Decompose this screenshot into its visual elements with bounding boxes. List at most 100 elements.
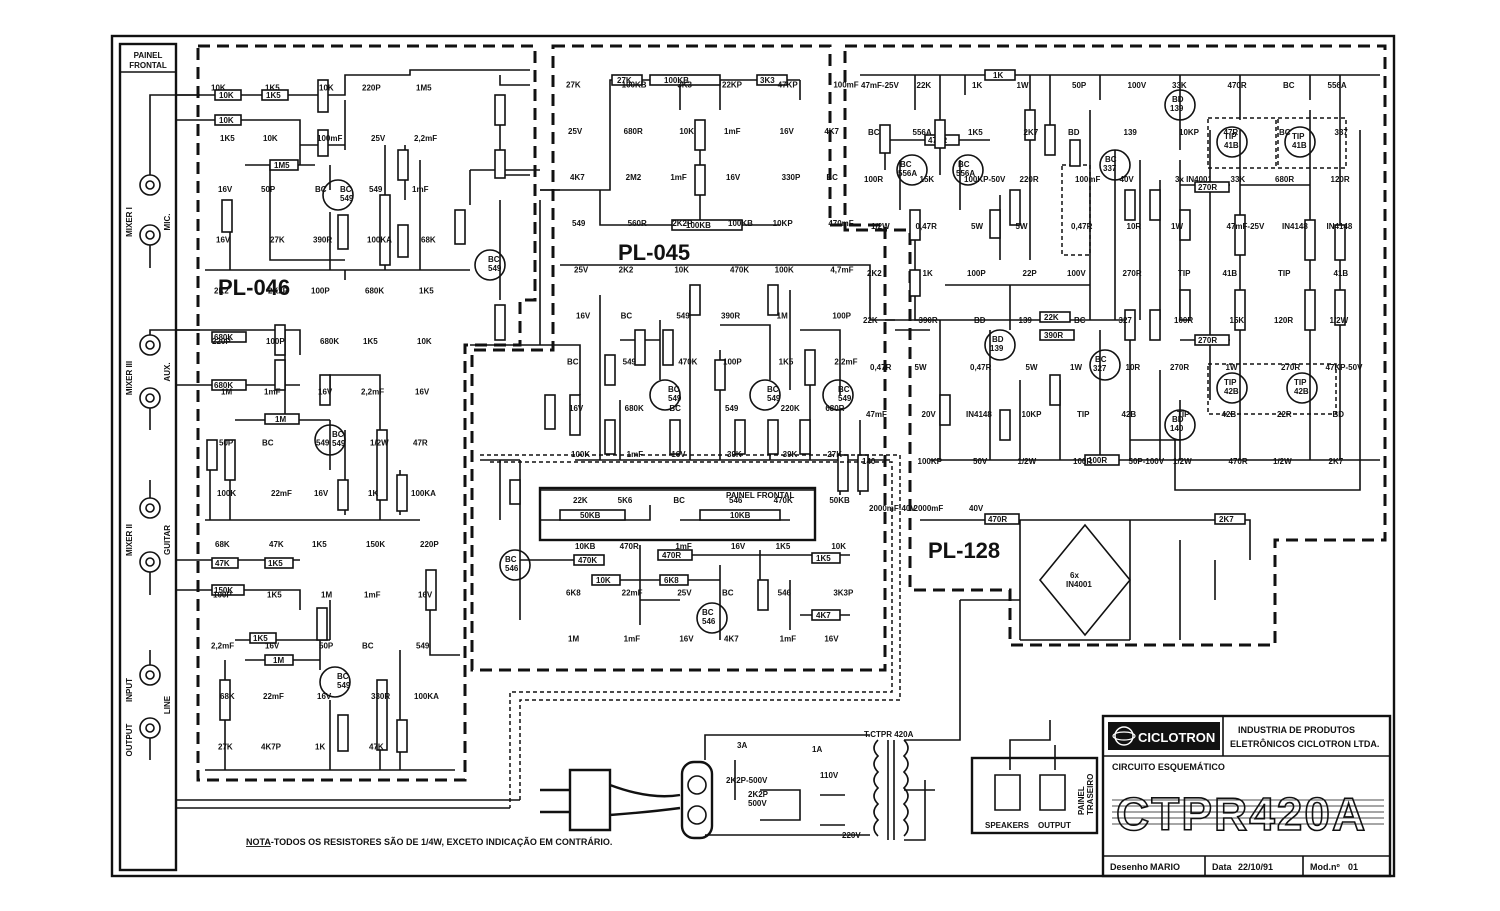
pl128-label: PL-128 xyxy=(928,538,1000,563)
svg-text:4K7: 4K7 xyxy=(816,611,831,620)
component-value: 100K xyxy=(775,265,794,274)
component-value: 1/2W xyxy=(370,438,389,447)
component-value: 22KP xyxy=(722,81,743,90)
line-label: LINE xyxy=(163,695,172,714)
component-value: 10K xyxy=(319,83,334,92)
svg-text:BC: BC xyxy=(958,160,970,169)
component-value: 100KA xyxy=(367,236,392,245)
component-value: BC xyxy=(567,358,579,367)
component-value: 139 xyxy=(1124,128,1138,137)
svg-text:47K: 47K xyxy=(215,559,230,568)
svg-text:470R: 470R xyxy=(662,551,681,560)
component-value: 1mF xyxy=(364,591,381,600)
component-value: 4,7mF xyxy=(830,265,853,274)
component-value: 330R xyxy=(371,692,390,701)
component-value: 1mF xyxy=(675,542,692,551)
component-value: 3K3P xyxy=(833,588,854,597)
component-value: 100mF xyxy=(1075,175,1100,184)
svg-text:556A: 556A xyxy=(956,169,975,178)
component-value: 1W xyxy=(1017,81,1029,90)
svg-text:41B: 41B xyxy=(1224,141,1239,150)
component-value: 1K5 xyxy=(968,128,983,137)
component-value: 5W xyxy=(1026,363,1038,372)
svg-text:139: 139 xyxy=(1170,104,1184,113)
svg-text:22K: 22K xyxy=(1044,313,1059,322)
component-value: BD xyxy=(1333,410,1345,419)
svg-text:27K: 27K xyxy=(617,76,632,85)
inner-front-panel-box xyxy=(538,486,817,542)
component-value: 10K xyxy=(679,127,694,136)
v110-label: 110V xyxy=(820,771,839,780)
v220-label: 220V xyxy=(842,831,861,840)
component-value: 220P xyxy=(362,83,381,92)
bridge-label-1: 6x xyxy=(1070,571,1079,580)
component-value: 16V xyxy=(824,635,839,644)
component-value: 100P xyxy=(967,269,986,278)
component-value: 1W xyxy=(1171,222,1183,231)
sheet-border xyxy=(110,34,1396,878)
component-value: 1K5 xyxy=(363,337,378,346)
front-panel-strip: PAINEL FRONTAL xyxy=(118,42,178,872)
component-value: BD xyxy=(974,316,986,325)
svg-text:BC: BC xyxy=(505,555,517,564)
component-value: 680R xyxy=(624,127,643,136)
component-value: 2K2P xyxy=(268,286,289,295)
bridge-label-2: IN4001 xyxy=(1066,580,1092,589)
component-value: 41B xyxy=(1223,269,1238,278)
component-value: 549 xyxy=(316,438,330,447)
component-value: 2K2 xyxy=(214,286,229,295)
transformer-label: T.CTPR 420A xyxy=(864,730,914,739)
component-value: TIP xyxy=(1178,269,1191,278)
component-value: 10KP xyxy=(1179,128,1200,137)
svg-text:TIP: TIP xyxy=(1224,132,1237,141)
component-value: 680K xyxy=(365,286,384,295)
svg-text:470R: 470R xyxy=(988,515,1007,524)
component-value: 1M xyxy=(568,635,579,644)
component-value: 0,47R xyxy=(870,363,892,372)
svg-text:BC: BC xyxy=(838,385,850,394)
component-value: 100P xyxy=(213,591,232,600)
component-value: BC xyxy=(826,173,838,182)
line-cap-label-2: 2K2P xyxy=(748,790,769,799)
component-value: 546 xyxy=(778,588,792,597)
component-value: 100KB xyxy=(728,219,753,228)
component-value: 4K7 xyxy=(824,127,839,136)
component-value: 100KP xyxy=(918,457,943,466)
component-value: 41B xyxy=(1334,269,1349,278)
component-value: 42B xyxy=(1122,410,1137,419)
component-value: 16V xyxy=(317,692,332,701)
component-value: 42B xyxy=(1222,410,1237,419)
component-value: 22P xyxy=(1023,269,1038,278)
component-value: 1K5 xyxy=(779,358,794,367)
component-value: 22K xyxy=(573,496,588,505)
component-value: 5K6 xyxy=(618,496,633,505)
svg-text:42B: 42B xyxy=(1224,387,1239,396)
component-value: 16V xyxy=(418,591,433,600)
component-value: 680R xyxy=(1275,175,1294,184)
note-text: -TODOS OS RESISTORES SÃO DE 1/4W, EXCETO… xyxy=(271,837,613,847)
component-value: 100P xyxy=(832,311,851,320)
component-value: 20V xyxy=(922,410,937,419)
svg-text:6K8: 6K8 xyxy=(664,576,679,585)
component-value: 50V xyxy=(973,457,988,466)
svg-text:BC: BC xyxy=(337,672,349,681)
component-value: 47mF xyxy=(866,410,887,419)
drawing-subtitle: CIRCUITO ESQUEMÁTICO xyxy=(1112,762,1225,772)
component-value: 47mF-25V xyxy=(1227,222,1265,231)
component-value: 100KA xyxy=(411,489,436,498)
component-value: 470R xyxy=(620,542,639,551)
data-label: Data xyxy=(1212,862,1233,872)
component-value: 1/2W xyxy=(1173,457,1192,466)
svg-text:100KB: 100KB xyxy=(686,221,711,230)
svg-text:327: 327 xyxy=(1093,364,1107,373)
component-value: 25V xyxy=(568,127,583,136)
resistor-note: NOTA-TODOS OS RESISTORES SÃO DE 1/4W, EX… xyxy=(246,837,612,847)
company-line-1: INDUSTRIA DE PRODUTOS xyxy=(1238,725,1355,735)
svg-text:BC: BC xyxy=(488,255,500,264)
component-value: 2000mF-40V xyxy=(869,504,916,513)
svg-text:41B: 41B xyxy=(1292,141,1307,150)
